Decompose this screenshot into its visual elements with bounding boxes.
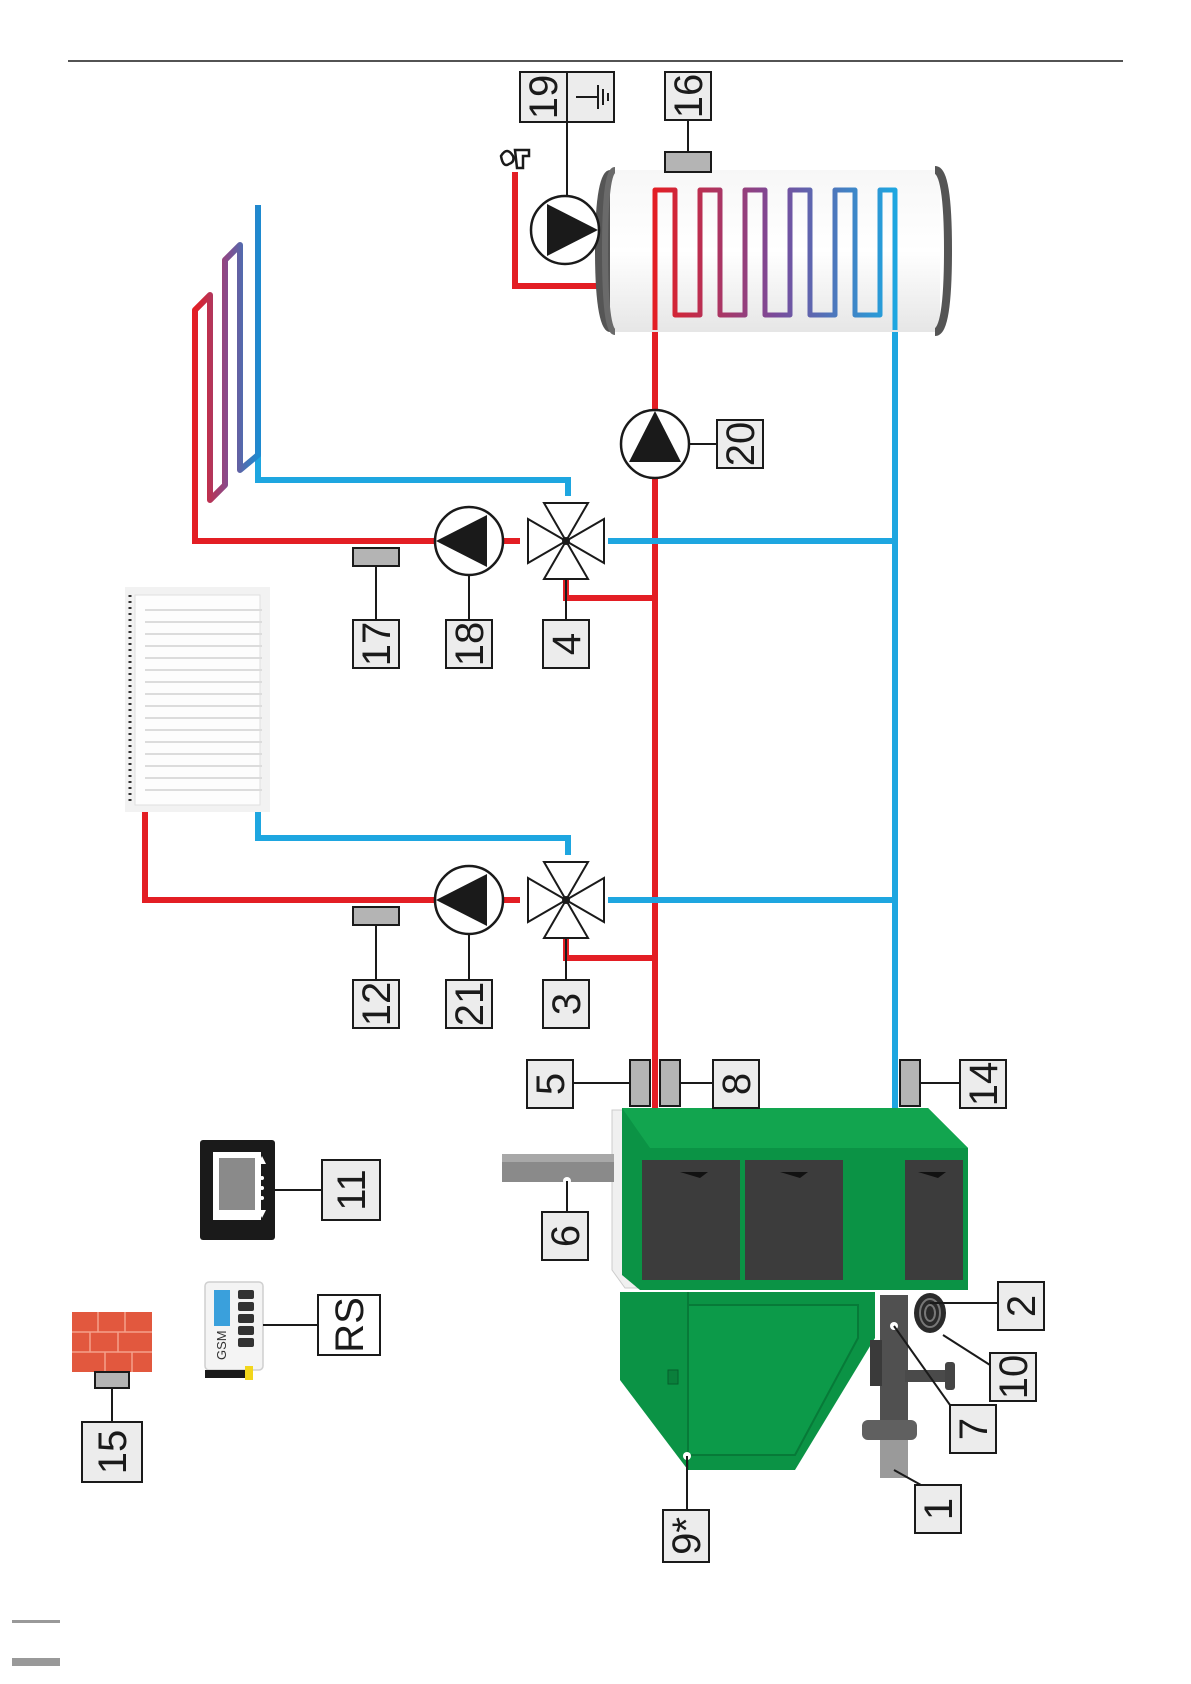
label-6: 6 [542, 1212, 588, 1260]
label-20-text: 20 [719, 422, 763, 467]
label-4: 4 [543, 620, 589, 668]
radiator [125, 587, 270, 812]
sensor-12 [353, 907, 399, 925]
hot-water-tank [595, 170, 948, 332]
page-mark-bottom [12, 1658, 60, 1666]
pump-18 [435, 507, 503, 575]
sensor-16 [665, 152, 711, 172]
label-1: 1 [915, 1485, 961, 1533]
label-20: 20 [717, 420, 763, 468]
sensor-14 [900, 1060, 920, 1106]
label-7-text: 7 [952, 1418, 996, 1440]
label-11: 11 [322, 1160, 380, 1220]
label-16: 16 [665, 72, 711, 120]
label-21-text: 21 [448, 982, 492, 1027]
sensor-8 [660, 1060, 680, 1106]
label-19: 19 [520, 72, 614, 122]
label-12-text: 12 [355, 982, 399, 1027]
gsm-text: GSM [214, 1330, 229, 1360]
page-mark-top [12, 1620, 60, 1623]
label-3-text: 3 [545, 993, 589, 1015]
room-controller [200, 1140, 275, 1240]
label-4-text: 4 [545, 633, 589, 655]
label-9-text: 9* [665, 1517, 709, 1555]
boiler [502, 1108, 968, 1290]
label-6-text: 6 [544, 1225, 588, 1247]
label-1-text: 1 [917, 1498, 961, 1520]
label-18: 18 [446, 620, 492, 668]
label-9: 9* [663, 1510, 709, 1562]
floor-heating-coil [195, 205, 258, 520]
label-14: 14 [960, 1060, 1006, 1108]
gsm-module: GSM [205, 1282, 263, 1380]
label-16-text: 16 [667, 74, 711, 119]
label-10-text: 10 [992, 1355, 1036, 1400]
floor-return-pipe [258, 440, 568, 496]
radiator-return-pipe [258, 812, 568, 855]
label-15-text: 15 [91, 1430, 135, 1475]
sensor-5 [630, 1060, 650, 1106]
room-panel [72, 1312, 152, 1388]
label-2: 2 [998, 1282, 1044, 1330]
tap-icon [501, 150, 529, 168]
mixing-valve-4 [528, 503, 604, 579]
label-18-text: 18 [448, 622, 492, 667]
label-rs: RS [318, 1295, 380, 1355]
label-8-text: 8 [715, 1073, 759, 1095]
label-14-text: 14 [962, 1062, 1006, 1107]
label-2-text: 2 [1000, 1295, 1044, 1317]
valve4-hot-branch [566, 578, 655, 598]
label-21: 21 [446, 980, 492, 1028]
label-10: 10 [990, 1353, 1036, 1401]
pump-19 [531, 196, 599, 264]
label-rs-text: RS [328, 1297, 372, 1353]
label-12: 12 [353, 980, 399, 1028]
label-5: 5 [527, 1060, 573, 1108]
label-17-text: 17 [355, 622, 399, 667]
label-5-text: 5 [529, 1073, 573, 1095]
label-11-text: 11 [330, 1169, 374, 1211]
label-8: 8 [713, 1060, 759, 1108]
mixing-valve-3 [528, 862, 604, 938]
fuel-hopper [620, 1292, 875, 1470]
label-15: 15 [82, 1422, 142, 1482]
label-19-text: 19 [522, 75, 566, 120]
sensor-17 [353, 548, 399, 566]
valve3-hot-branch [566, 938, 655, 958]
label-3: 3 [543, 980, 589, 1028]
pump-20 [621, 410, 689, 478]
pump-21 [435, 866, 503, 934]
label-7: 7 [950, 1405, 996, 1453]
label-17: 17 [353, 620, 399, 668]
